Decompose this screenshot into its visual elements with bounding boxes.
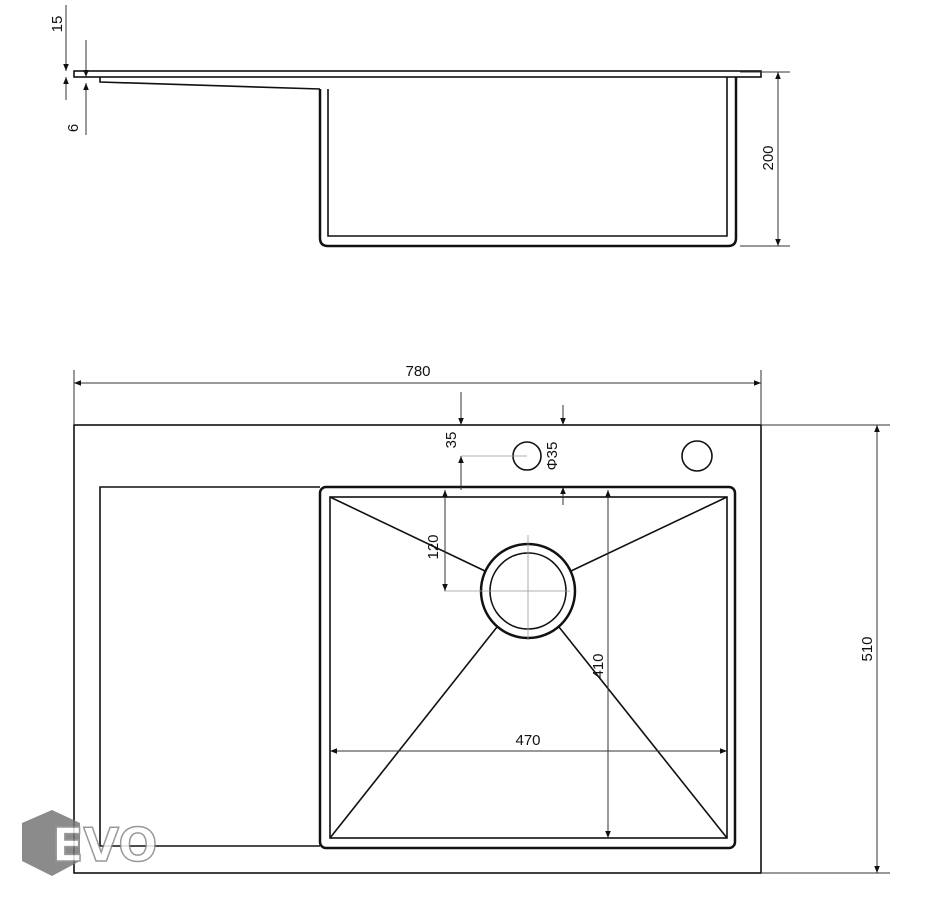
countertop-plate xyxy=(73,70,762,78)
dim-200-label: 200 xyxy=(760,145,777,170)
dim-6-label: 6 xyxy=(65,124,82,132)
sink-outline xyxy=(73,424,762,874)
hexagon-logo-icon xyxy=(22,810,80,876)
dim-phi35-label: Φ35 xyxy=(544,442,561,471)
evo-logo: EVO xyxy=(22,810,158,876)
slope-line xyxy=(329,496,486,572)
bowl-outer xyxy=(318,485,737,850)
second-hole xyxy=(681,440,713,472)
drainboard-slope xyxy=(99,77,321,90)
slope-line xyxy=(570,496,728,572)
slope-line xyxy=(558,626,728,839)
side-view: 15 6 200 xyxy=(49,5,790,248)
dim-410-label: 410 xyxy=(590,653,607,678)
bowl-inner xyxy=(329,496,728,839)
dim-470-label: 470 xyxy=(515,732,540,749)
slope-line xyxy=(329,626,498,839)
drainboard-outline xyxy=(99,486,320,847)
bowl-inner-profile xyxy=(327,77,728,237)
bowl-profile xyxy=(318,77,738,248)
dim-15-label: 15 xyxy=(49,16,66,33)
dim-35-label: 35 xyxy=(443,432,460,449)
dim-780-label: 780 xyxy=(405,363,430,380)
plan-view: 780 510 35 Φ35 120 410 470 xyxy=(73,363,890,874)
dim-510-label: 510 xyxy=(859,636,876,661)
logo-text: EVO xyxy=(52,818,157,872)
dim-120-label: 120 xyxy=(425,534,442,559)
